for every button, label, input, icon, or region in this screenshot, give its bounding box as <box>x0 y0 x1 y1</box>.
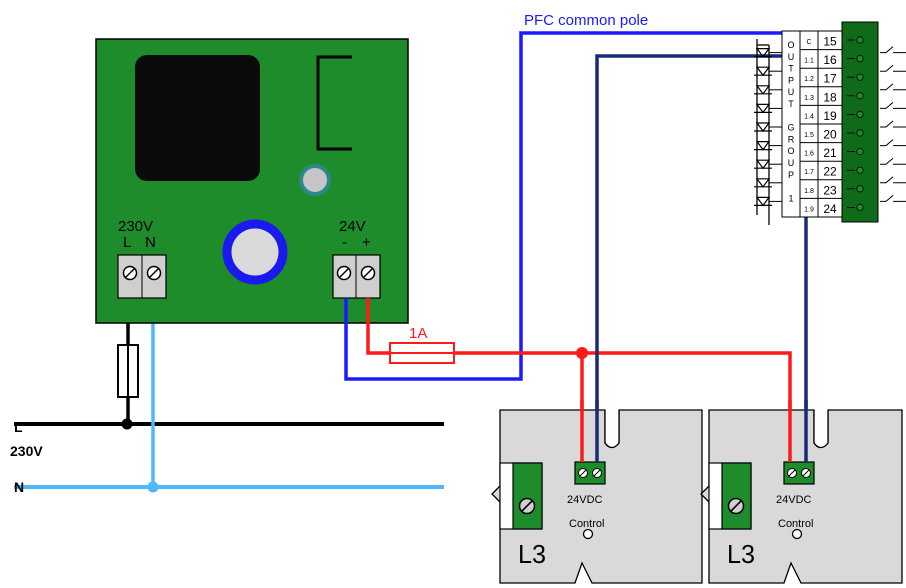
n-junction <box>147 481 159 493</box>
contact-symbol <box>880 176 906 184</box>
connector-pin <box>856 203 864 211</box>
diode-symbol <box>755 159 771 170</box>
terminal-number: 15 <box>823 35 837 49</box>
terminal-number: 21 <box>823 146 837 160</box>
group-letter: R <box>788 134 795 144</box>
group-letter: U <box>788 52 795 62</box>
output-terminal-block <box>332 254 381 299</box>
diode-symbol <box>755 85 771 95</box>
pfc-common-wire <box>344 31 862 381</box>
group-letter: O <box>787 40 794 50</box>
group-letter: O <box>787 146 794 156</box>
output-plus-label: + <box>362 234 371 251</box>
group-letter: P <box>788 75 794 85</box>
plus-wire <box>366 298 390 355</box>
group-letter: P <box>788 170 794 180</box>
output-1-wire <box>595 54 862 462</box>
output-voltage-label: 24V <box>339 218 366 235</box>
fuse-rating-label: 1A <box>409 325 427 342</box>
terminal-number: 17 <box>823 72 837 86</box>
terminal-number: 19 <box>823 109 837 123</box>
contact-symbol <box>880 64 906 72</box>
connector-pin <box>856 129 864 137</box>
plus-junction <box>576 347 588 359</box>
terminal-number: 24 <box>823 202 837 216</box>
capacitor <box>222 219 288 285</box>
group-index: 1.6 <box>804 151 814 158</box>
diode-symbol <box>755 141 771 151</box>
group-letter: U <box>788 158 795 168</box>
load-module-1 <box>491 409 703 584</box>
contact-symbol <box>880 120 906 128</box>
output-minus-label: - <box>342 234 347 251</box>
load-2-voltage: 24VDC <box>776 494 812 506</box>
load-1-voltage: 24VDC <box>567 494 603 506</box>
contact-symbol <box>880 46 906 54</box>
group-index: 1.1 <box>804 58 814 65</box>
group-index: 1.2 <box>804 76 814 83</box>
diode-symbol <box>755 103 771 114</box>
terminal-number: 18 <box>823 90 837 104</box>
group-letter: 1 <box>788 193 793 203</box>
connector-pin <box>856 92 864 100</box>
load-2-label: L3 <box>727 539 755 569</box>
mains-fuse <box>117 343 139 399</box>
group-letter: T <box>788 64 794 74</box>
connector-pin <box>856 166 864 174</box>
group-index: 1.7 <box>804 169 814 176</box>
diode-symbol <box>755 66 771 77</box>
relay-outline <box>316 55 352 151</box>
group-index: 1.8 <box>804 188 814 195</box>
mains-voltage-label: 230V <box>10 443 43 459</box>
connector-pin <box>856 148 864 156</box>
pfc-label: PFC common pole <box>524 12 648 29</box>
connector-pin <box>856 110 864 119</box>
l-junction <box>121 418 133 430</box>
input-n-label: N <box>145 234 156 251</box>
contact-symbol <box>880 195 906 202</box>
group-letter: T <box>788 99 794 109</box>
contact-symbol <box>880 83 906 91</box>
power-supply-board: 230V L N 24V - + <box>95 38 409 324</box>
terminal-number: 16 <box>823 53 837 67</box>
group-index: C <box>806 39 811 46</box>
load-module-2 <box>700 409 903 584</box>
load-2-control: Control <box>778 518 813 530</box>
group-index: 1.3 <box>804 95 814 102</box>
mains-lines: L 230V N <box>10 419 444 495</box>
line-fuse <box>389 342 455 364</box>
group-letter: U <box>788 87 795 97</box>
diode-symbol <box>755 178 771 188</box>
diode-ladder <box>754 39 782 225</box>
group-index: 1.5 <box>804 132 814 139</box>
load-1-control: Control <box>569 518 604 530</box>
mains-l-label: L <box>14 419 23 435</box>
contact-symbol <box>880 157 906 165</box>
transformer-block <box>135 55 260 181</box>
diode-symbol <box>755 122 771 132</box>
terminal-number: 23 <box>823 183 837 197</box>
group-index: 1.4 <box>804 113 814 120</box>
diode-symbol <box>755 196 771 207</box>
terminal-number: 22 <box>823 165 837 179</box>
input-l-label: L <box>123 234 131 251</box>
group-index: 1.9 <box>804 206 814 213</box>
group-letter: G <box>787 123 794 133</box>
terminal-number: 20 <box>823 128 837 142</box>
led-indicator <box>299 164 331 196</box>
mains-n-label: N <box>14 479 24 495</box>
load-1-label: L3 <box>518 539 546 569</box>
connector-pin <box>856 36 864 44</box>
connector-pin <box>856 54 864 63</box>
input-terminal-block <box>117 254 167 299</box>
diode-symbol <box>755 47 771 58</box>
connector-pin <box>856 185 864 193</box>
contact-symbol <box>880 102 906 109</box>
contact-symbol <box>880 139 906 147</box>
input-voltage-label: 230V <box>118 218 153 235</box>
connector-pin <box>856 73 864 81</box>
